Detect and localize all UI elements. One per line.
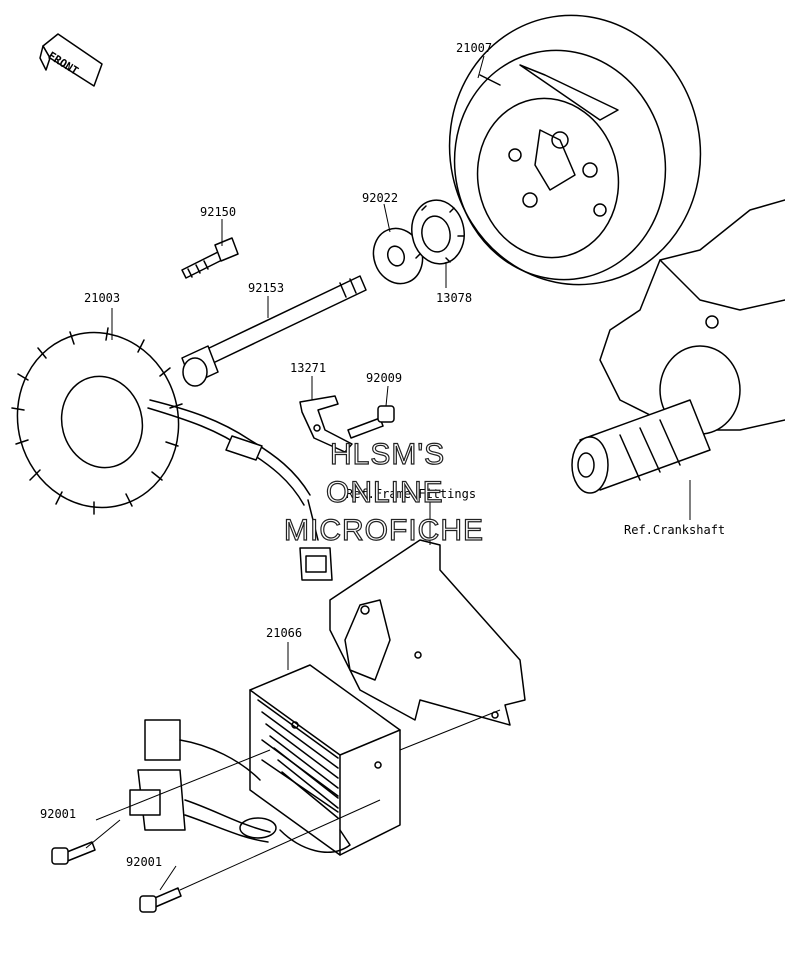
part-label-92001-upper: 92001 <box>40 807 77 821</box>
part-label-92150: 92150 <box>200 205 237 219</box>
bracket-13271 <box>299 395 353 453</box>
watermark-line-2: ONLINE <box>325 476 444 509</box>
part-label-21007: 21007 <box>456 41 493 55</box>
ref-frame-fittings-label: Ref.Frame Fittings <box>346 487 477 501</box>
bolt-92001-lower <box>139 887 182 913</box>
watermark-line-3: MICROFICHE <box>283 514 484 547</box>
ref-crankshaft-label: Ref.Crankshaft <box>624 523 726 537</box>
part-label-92009: 92009 <box>366 371 403 385</box>
bolt-92150 <box>181 237 239 279</box>
part-label-92022: 92022 <box>362 191 399 205</box>
stator-connector <box>299 499 333 581</box>
part-label-92153: 92153 <box>248 281 285 295</box>
bolt-92153 <box>181 275 367 387</box>
part-label-21003: 21003 <box>84 291 121 305</box>
part-label-21066: 21066 <box>266 626 303 640</box>
front-arrow-icon <box>39 33 103 87</box>
part-label-13078: 13078 <box>436 291 473 305</box>
crankshaft <box>571 199 785 494</box>
watermark-line-1: HLSM'S <box>329 438 446 471</box>
part-label-92001-lower: 92001 <box>126 855 163 869</box>
frame-fitting-plate <box>329 539 526 726</box>
gear-13078 <box>411 199 465 265</box>
leader-lines <box>85 55 691 891</box>
flywheel-rotor <box>448 14 702 286</box>
bolt-92009 <box>347 405 395 439</box>
part-label-13271: 13271 <box>290 361 327 375</box>
regulator-harness <box>129 719 277 843</box>
stator-21003 <box>11 327 311 515</box>
